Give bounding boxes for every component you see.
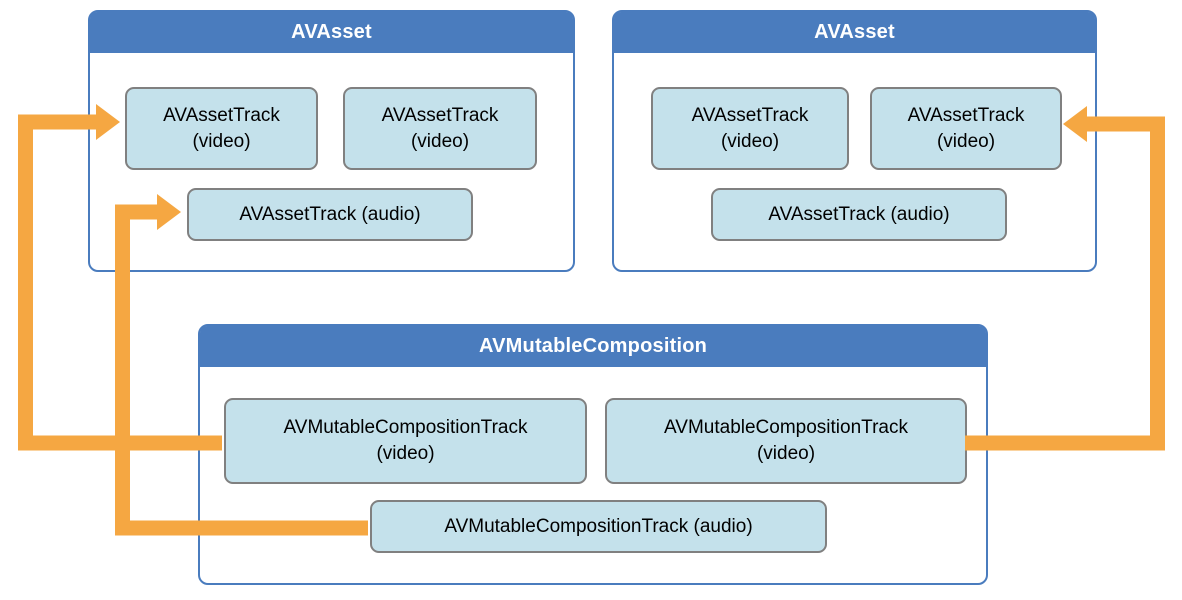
avasset-right-header: AVAsset [614,12,1095,53]
avmutablecompositiontrack-video-2: AVMutableCompositionTrack (video) [605,398,967,484]
avasset-right-title: AVAsset [814,21,895,43]
avasset-left-title: AVAsset [291,21,372,43]
track-label: AVAssetTrack [381,104,499,126]
track-label: AVAssetTrack [691,104,809,126]
track-label: AVAssetTrack [907,104,1025,126]
track-sublabel: (video) [376,443,435,464]
avmutablecompositiontrack-video-1: AVMutableCompositionTrack (video) [224,398,587,484]
track-label: AVAssetTrack (audio) [768,203,950,225]
avassettrack-audio-right-asset: AVAssetTrack (audio) [711,188,1007,241]
track-label: AVMutableCompositionTrack [664,417,908,438]
track-label: AVAssetTrack (audio) [239,203,421,225]
avassettrack-video-1-left-asset: AVAssetTrack (video) [125,87,318,170]
track-sublabel: (video) [720,130,780,152]
avmutablecompositiontrack-audio: AVMutableCompositionTrack (audio) [370,500,827,553]
avassettrack-video-2-right-asset: AVAssetTrack (video) [870,87,1062,170]
track-sublabel: (video) [192,130,251,152]
track-label: AVAssetTrack [163,104,280,126]
avmutablecomposition-header: AVMutableComposition [200,326,986,367]
avmutablecomposition-title: AVMutableComposition [478,335,708,357]
avassettrack-video-1-right-asset: AVAssetTrack (video) [651,87,849,170]
avassettrack-video-2-left-asset: AVAssetTrack (video) [343,87,537,170]
track-sublabel: (video) [410,130,470,152]
track-sublabel: (video) [936,130,996,152]
avassettrack-audio-left-asset: AVAssetTrack (audio) [187,188,473,241]
avasset-left-header: AVAsset [90,12,573,53]
track-label: AVMutableCompositionTrack [283,417,528,438]
track-sublabel: (video) [756,443,816,464]
avasset-right-box: AVAsset AVAssetTrack (video) AVAssetTrac… [612,10,1097,272]
avasset-left-box: AVAsset AVAssetTrack (video) AVAssetTrac… [88,10,575,272]
avmutablecomposition-box: AVMutableComposition AVMutableCompositio… [198,324,988,585]
track-label: AVMutableCompositionTrack (audio) [444,515,753,537]
